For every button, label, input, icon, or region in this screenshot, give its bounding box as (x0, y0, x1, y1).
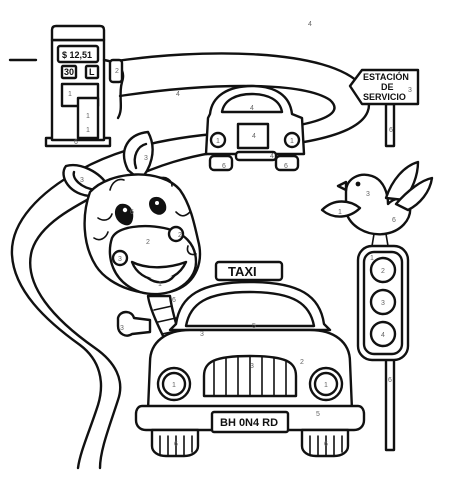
color-number-label: 6 (284, 163, 288, 170)
color-number-label: 6 (172, 297, 176, 304)
color-number-label: 5 (252, 323, 256, 330)
color-number-label: 1 (338, 209, 342, 216)
color-number-label: 6 (222, 163, 226, 170)
color-number-label: 3 (366, 191, 370, 198)
color-number-label: 4 (381, 332, 385, 339)
color-number-label: 1 (158, 281, 162, 288)
traffic-light: 1 3 4 2 6 (356, 244, 410, 452)
pump-price-display (56, 44, 100, 64)
color-number-label: 2 (381, 268, 385, 275)
color-number-label: 3 (80, 177, 84, 184)
color-number-label: 1 (68, 91, 72, 98)
color-number-label: 2 (178, 232, 182, 239)
color-number-label: 3 (118, 256, 122, 263)
color-number-label: 2 (115, 68, 119, 75)
taxi-roof-sign (214, 260, 284, 282)
color-number-label: 1 (86, 127, 90, 134)
color-number-label: 3 (408, 87, 412, 94)
zebra: 3 3 6 2 3 1 2 6 3 (62, 130, 202, 352)
color-number-label: 6 (130, 209, 134, 216)
pump-unit: L (89, 67, 95, 77)
gas-pump: $ 12,51 30 L 1 1 1 6 2 (8, 24, 125, 148)
color-number-label: 1 (370, 255, 374, 262)
color-number-label: 6 (389, 127, 393, 134)
pump-price: $ 12,51 (62, 50, 92, 60)
color-number-label: 1 (172, 382, 176, 389)
small-car: 4 4 6 6 4 1 1 (204, 84, 306, 172)
color-number-label: 1 (216, 138, 220, 145)
color-number-label: 6 (174, 441, 178, 448)
color-number-label: 4 (176, 91, 180, 98)
color-number-label: 2 (146, 239, 150, 246)
taxi-plate-text: BH 0N4 RD (220, 417, 278, 429)
taxi-roof-text: TAXI (228, 264, 257, 279)
color-number-label: 4 (308, 21, 312, 28)
color-number-label: 6 (74, 139, 78, 146)
color-number-label: 6 (392, 217, 396, 224)
sign-line-1: ESTACIÓN (363, 71, 409, 82)
color-number-label: 3 (200, 331, 204, 338)
taxi: TAXI BH 0N4 RD 5 2 1 1 6 6 3 5 3 (134, 260, 366, 458)
taxi-license-plate (210, 410, 290, 434)
sign-line-3: SERVICIO (363, 92, 406, 102)
color-number-label: 3 (250, 363, 254, 370)
color-number-label: 1 (86, 113, 90, 120)
color-number-label: 6 (324, 441, 328, 448)
color-number-label: 5 (316, 411, 320, 418)
color-number-label: 4 (270, 153, 274, 160)
color-number-label: 1 (290, 138, 294, 145)
color-number-label: 4 (250, 105, 254, 112)
pump-quantity: 30 (64, 67, 74, 77)
color-number-label: 3 (120, 325, 124, 332)
service-station-sign: ESTACIÓN DE SERVICIO 6 3 (348, 68, 420, 148)
color-number-label: 1 (324, 382, 328, 389)
color-number-label: 3 (144, 155, 148, 162)
sign-line-2: DE (381, 82, 394, 92)
color-number-label: 2 (300, 359, 304, 366)
color-number-label: 3 (381, 300, 385, 307)
bird: 1 3 6 (320, 160, 434, 247)
color-number-label: 4 (252, 133, 256, 140)
color-number-label: 6 (388, 377, 392, 384)
